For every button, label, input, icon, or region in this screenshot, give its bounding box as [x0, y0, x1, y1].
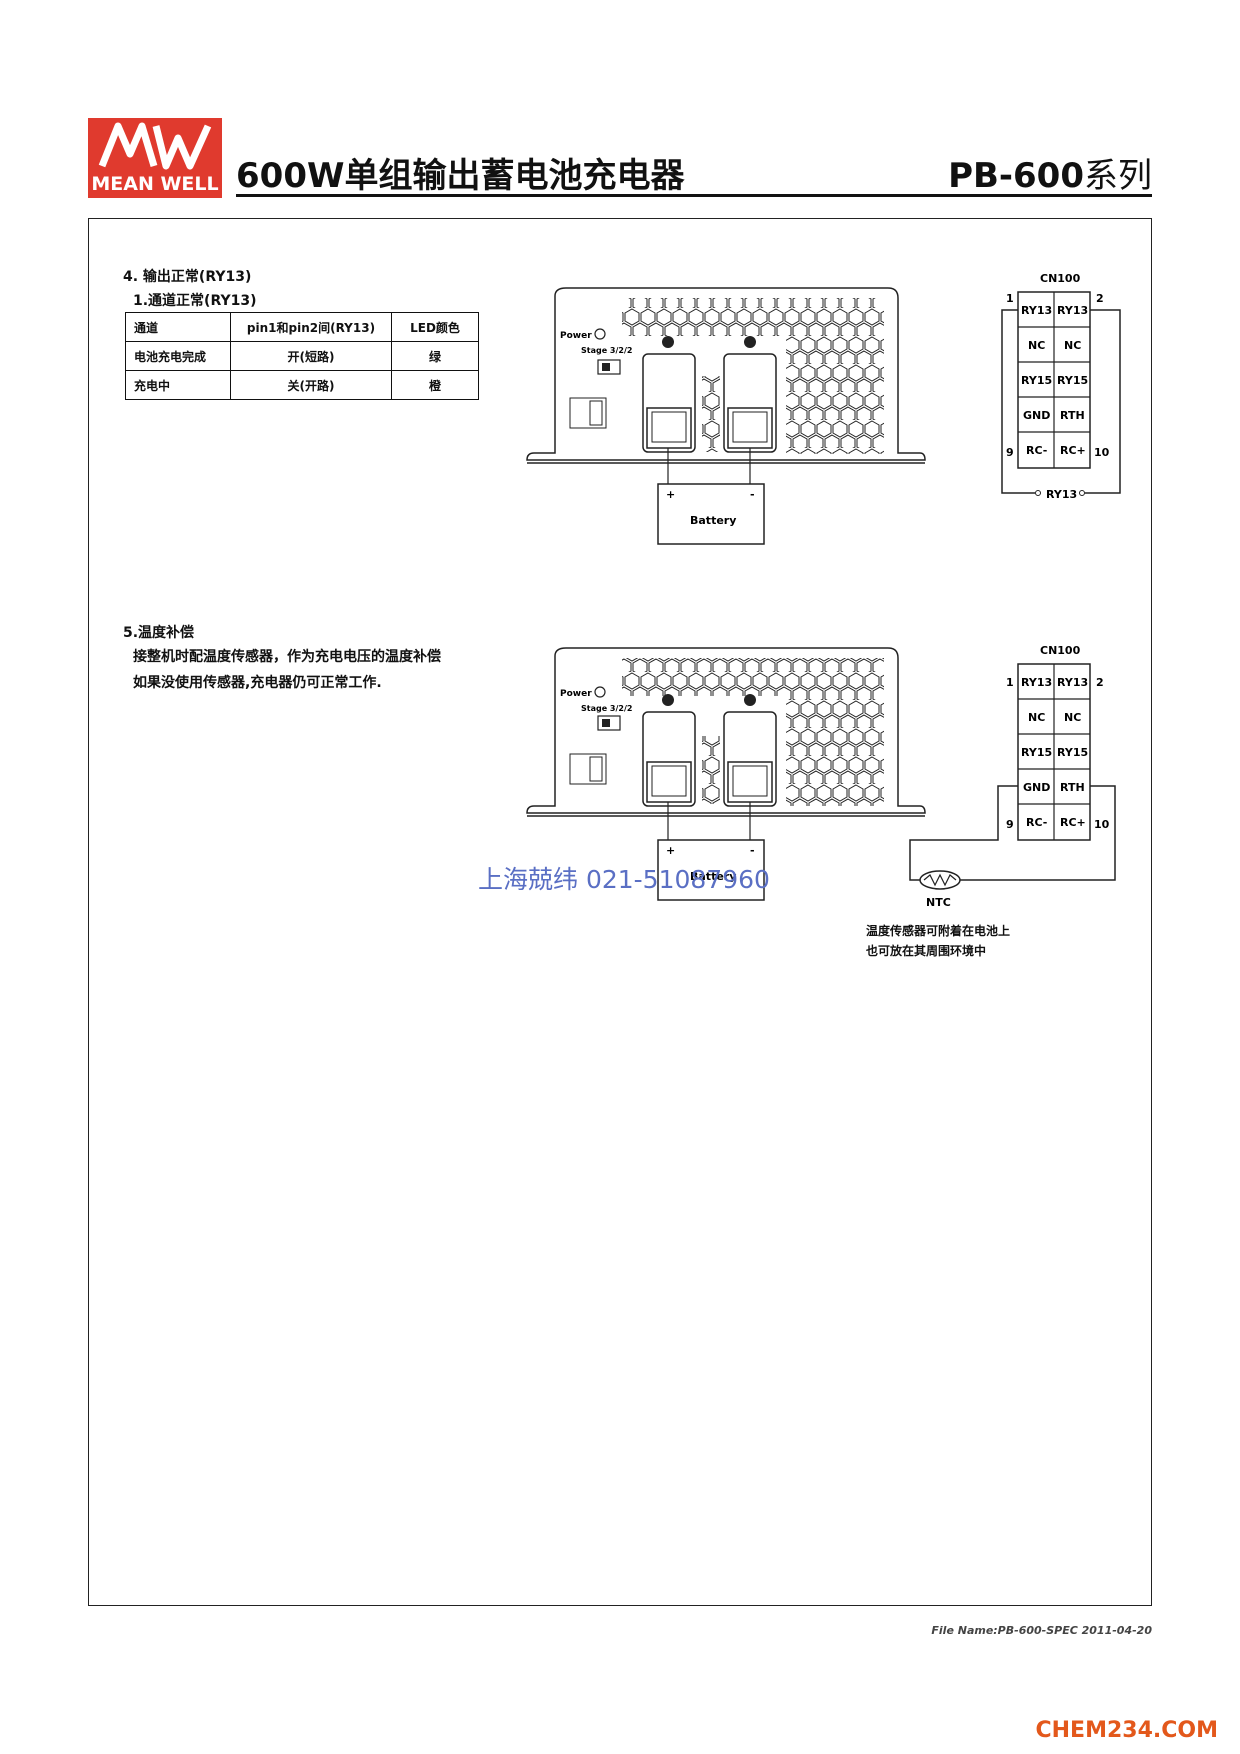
sensor-note2: 也可放在其周围环境中	[866, 944, 987, 958]
table-row: 电池充电完成 开(短路) 绿	[125, 341, 479, 371]
cn100-connector-top: CN100 RY13 RY13 NC NC RY15 RY15 GND RTH …	[1001, 272, 1121, 501]
mean-well-logo: MEAN WELL	[88, 118, 222, 198]
pin-label: GND	[1023, 781, 1050, 794]
table-cell: 橙	[391, 370, 479, 400]
plus-terminal-icon	[662, 694, 674, 706]
pin-label: NC	[1064, 711, 1081, 724]
pin-number-9: 9	[1006, 446, 1014, 459]
pin-label: NC	[1064, 339, 1081, 352]
page-title: 600W单组输出蓄电池充电器	[236, 156, 685, 196]
watermark: 上海兢纬 021-51087960	[478, 865, 770, 894]
cn100-connector-bottom: CN100 RY13 RY13 NC NC RY15 RY15 GND RTH …	[909, 644, 1116, 909]
minus-terminal-icon	[744, 336, 756, 348]
section5-line2: 如果没使用传感器,充电器仍可正常工作.	[133, 675, 382, 691]
vent-grille-icon	[786, 336, 884, 454]
stage-label: Stage 3/2/2	[581, 346, 632, 355]
pin-label: RY13	[1057, 304, 1088, 317]
battery-icon	[657, 839, 765, 901]
series-code: PB-600	[948, 156, 1084, 196]
sensor-note1: 温度传感器可附着在电池上	[866, 924, 1011, 938]
battery-label: Battery	[690, 870, 736, 883]
table-cell: 关(开路)	[230, 370, 392, 400]
series-title: PB-600系列	[948, 148, 1152, 197]
table-header-cell: pin1和pin2间(RY13)	[230, 312, 392, 342]
minus-terminal-icon	[744, 694, 756, 706]
pin-number-2: 2	[1096, 676, 1104, 689]
power-led-icon	[594, 328, 606, 340]
pin-label: RTH	[1060, 409, 1085, 422]
pin-label: RC+	[1060, 444, 1086, 457]
pin-label: RY15	[1021, 746, 1052, 759]
vent-grille-icon	[622, 658, 884, 696]
brand-name: MEAN WELL	[91, 173, 219, 195]
power-label: Power	[560, 331, 592, 341]
stage-label: Stage 3/2/2	[581, 704, 632, 713]
table-row: 充电中 关(开路) 橙	[125, 370, 479, 400]
vent-grille-icon	[786, 696, 884, 806]
section4-heading: 4. 输出正常(RY13)	[123, 269, 252, 285]
ntc-label: NTC	[926, 896, 951, 909]
table-cell: 电池充电完成	[125, 341, 231, 371]
pin-label: GND	[1023, 409, 1050, 422]
battery-plus-label: +	[666, 844, 675, 857]
connector-name: CN100	[1040, 644, 1081, 657]
relay-status-table: 通道 pin1和pin2间(RY13) LED颜色 电池充电完成 开(短路) 绿…	[125, 312, 479, 400]
charger-diagram-bottom: Power Stage 3/2/2 + - Battery	[526, 647, 926, 901]
pin-label: NC	[1028, 711, 1045, 724]
pin-label: RY15	[1057, 746, 1088, 759]
pin-label: RC-	[1026, 816, 1047, 829]
pin-number-1: 1	[1006, 676, 1014, 689]
mw-logo-mark-icon	[98, 122, 212, 170]
pin-number-10: 10	[1094, 818, 1110, 831]
plus-terminal-icon	[662, 336, 674, 348]
pin-number-1: 1	[1006, 292, 1014, 305]
pin-label: RY13	[1021, 304, 1052, 317]
pin-number-9: 9	[1006, 818, 1014, 831]
connector-name: CN100	[1040, 272, 1081, 285]
battery-minus-label: -	[750, 844, 755, 857]
site-logo: CHEM234.COM	[1035, 1718, 1219, 1743]
table-cell: 绿	[391, 341, 479, 371]
relay-label: RY13	[1046, 488, 1077, 501]
table-header-row: 通道 pin1和pin2间(RY13) LED颜色	[125, 312, 479, 342]
vent-grille-icon	[702, 736, 720, 804]
series-suffix: 系列	[1084, 156, 1152, 196]
header-rule	[236, 194, 1152, 197]
pin-label: RC-	[1026, 444, 1047, 457]
power-led-icon	[594, 686, 606, 698]
file-name-footer: File Name:PB-600-SPEC 2011-04-20	[931, 1624, 1152, 1637]
battery-label: Battery	[690, 514, 736, 527]
vent-grille-icon	[622, 298, 884, 336]
pin-label: RY15	[1057, 374, 1088, 387]
pin-label: RTH	[1060, 781, 1085, 794]
pin-label: RY13	[1021, 676, 1052, 689]
section4-subheading: 1.通道正常(RY13)	[133, 293, 257, 309]
pin-label: RY15	[1021, 374, 1052, 387]
table-cell: 充电中	[125, 370, 231, 400]
content-frame	[88, 218, 1152, 1606]
pin-number-2: 2	[1096, 292, 1104, 305]
section5-heading: 5.温度补偿	[123, 625, 195, 641]
pin-label: RC+	[1060, 816, 1086, 829]
battery-icon	[657, 483, 765, 545]
battery-plus-label: +	[666, 488, 675, 501]
pin-label: NC	[1028, 339, 1045, 352]
charger-diagram-top: Power Stage 3/2/2 + - Battery	[526, 287, 926, 545]
battery-minus-label: -	[750, 488, 755, 501]
vent-grille-icon	[702, 376, 720, 452]
pin-label: RY13	[1057, 676, 1088, 689]
table-cell: 开(短路)	[230, 341, 392, 371]
pin-number-10: 10	[1094, 446, 1110, 459]
power-label: Power	[560, 689, 592, 699]
section5-line1: 接整机时配温度传感器，作为充电电压的温度补偿	[133, 649, 441, 665]
